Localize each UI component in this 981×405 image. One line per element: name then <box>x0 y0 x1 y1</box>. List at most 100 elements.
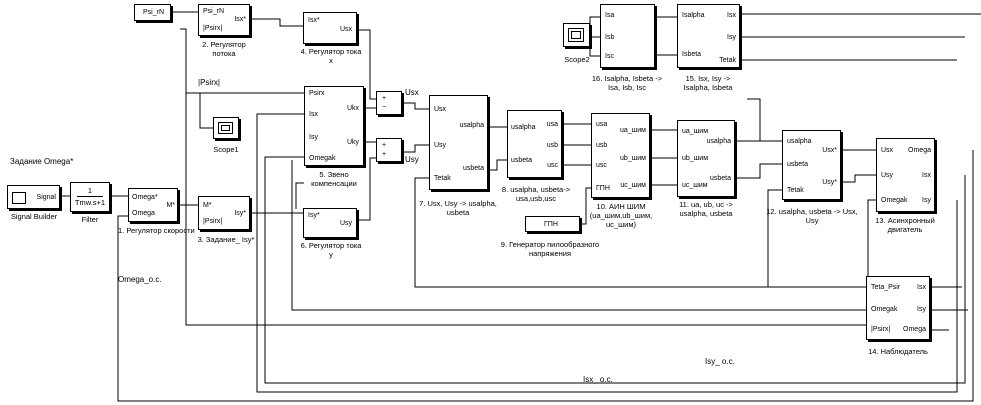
sum-x-block[interactable]: + − <box>376 91 402 115</box>
port-motor-omega: Omega <box>908 147 931 154</box>
filter-fraction-line <box>77 196 103 197</box>
port-obs-omegak: Omegak <box>871 306 898 313</box>
port-psirx: |Psirx| <box>203 25 223 32</box>
port-inv-usb: usb <box>596 142 608 149</box>
port-uc-in: uc_шим <box>682 182 708 189</box>
psirn-constant-block[interactable]: Psi_rN <box>134 4 171 21</box>
wire-abcab-branch-top <box>747 98 761 141</box>
port-tetak-in: Tetak <box>434 175 451 182</box>
port-omegak-comp: Omegak <box>309 155 336 162</box>
isy-task-block[interactable]: M* |Psirx| Isy* <box>198 196 250 230</box>
sum-y-plus2: + <box>382 151 387 158</box>
sum-x-minus: − <box>382 104 387 111</box>
isx-oc-label: Isx_ o.c. <box>583 375 613 384</box>
port-usa-out: usa <box>546 121 558 128</box>
port-obs-isx: Isx <box>917 284 926 291</box>
speed-regulator-block[interactable]: Omega* Omega M* <box>128 188 178 222</box>
wire-xyab2-to-abc2 <box>655 16 677 56</box>
filter-block[interactable]: 1 Tmw.s+1 <box>70 182 110 212</box>
scope2-caption: Scope2 <box>564 55 590 64</box>
inverter-caption: 10. АИН ШИМ (ua_шим,ub_шим, uc_шим) <box>589 202 653 229</box>
wire-abcab-to-abxy-2 <box>735 163 782 179</box>
wire-curx-to-sum1 <box>357 29 376 100</box>
port-isy-ref: Isy* <box>308 212 320 219</box>
isy-oc-label: Isy_ o.c. <box>705 357 735 366</box>
wire-isx-oc <box>256 113 958 393</box>
wire-gpn-to-inv <box>580 187 591 225</box>
scope-icon <box>568 28 584 42</box>
scope1-caption: Scope1 <box>213 145 239 154</box>
port-usc-out: usc <box>547 162 558 169</box>
wire-abc2-to-scope2 <box>589 16 600 57</box>
signal-port: Signal <box>36 194 56 201</box>
port-abxy-usbeta: usbeta <box>787 161 809 168</box>
port-usy: Usy <box>339 220 352 227</box>
port-abxy-usy: Usy* <box>822 179 837 186</box>
port-abxy-usalpha: usalpha <box>787 138 812 145</box>
observer-block[interactable]: Teta_Psir Omegak |Psirx| Isx Isy Omega <box>866 276 930 340</box>
saw-generator-block[interactable]: ГПН <box>525 216 580 232</box>
psirx-signal-label: |Psirx| <box>198 78 220 87</box>
scope1-block[interactable] <box>213 117 239 139</box>
wire-fluxreg-to-curx <box>250 18 303 27</box>
port-inv-usc: usc <box>596 162 607 169</box>
alphabeta-to-xy-block[interactable]: usalpha usbeta Tetak Usx* Usy* <box>782 130 841 200</box>
port-inv-ua: ua_шим <box>619 127 646 134</box>
current-regulator-y-block[interactable]: Isy* Usy <box>303 208 357 238</box>
port-m-in: M* <box>203 202 212 209</box>
xy-to-alphabeta-block[interactable]: Usx Usy Tetak usalpha usbeta <box>429 95 488 190</box>
motor-block[interactable]: Usx Usy Omegak Omega Isx Isy <box>876 138 935 212</box>
port-ukx: Ukx <box>346 105 359 112</box>
port-motor-isy: Isy <box>922 197 931 204</box>
scope2-block[interactable] <box>563 23 590 47</box>
xy-to-alphabeta-caption: 7. Usx, Usy -> usalpha, usbeta <box>419 199 497 217</box>
wire-sum1-to-xyab <box>402 102 429 110</box>
port-psirx-comp: Psirx <box>309 90 325 97</box>
port-usy-in: Usy <box>434 142 447 149</box>
port-abc-usalpha: usalpha <box>706 138 731 145</box>
port-omega: Omega <box>132 210 155 217</box>
observer-caption: 14. Наблюдатель <box>868 347 928 356</box>
alphabeta-to-abc-block[interactable]: usalpha usbeta usa usb usc <box>507 110 562 178</box>
port-b15-isx: Isx <box>727 12 736 19</box>
filter-num: 1 <box>87 186 93 195</box>
flux-regulator-block[interactable]: Psi_rN |Psirx| Isx* <box>198 4 250 36</box>
alphabeta-to-abc2-block[interactable]: Isa Isb Isc <box>600 4 655 68</box>
saw-generator-caption: 9. Генератор пилообразного напряжения <box>500 240 600 258</box>
xy-to-alphabeta2-block[interactable]: Isalpha Isbeta Isx Isy Tetak <box>677 4 740 68</box>
sum-y-block[interactable]: + + <box>376 138 402 162</box>
inverter-block[interactable]: usa usb usc ГПН ua_шим ub_шим uc_шим <box>591 113 650 198</box>
abc-to-alphabeta-block[interactable]: ua_шим ub_шим uc_шим usalpha usbeta <box>677 120 735 197</box>
port-inv-usa: usa <box>596 121 608 128</box>
port-inv-ub: ub_шим <box>619 155 646 162</box>
port-m-ref: M* <box>166 202 175 209</box>
signal-icon <box>12 192 26 204</box>
port-usbeta-in: usbeta <box>511 157 533 164</box>
wire-omegak-to-comp <box>291 160 968 311</box>
alphabeta-to-xy-caption: 12. usalpha, usbeta -> Usx, Usy <box>766 207 858 225</box>
port-usalpha-in: usalpha <box>511 124 536 131</box>
port-psirn: Psi_rN <box>203 8 225 15</box>
port-obs-isy: Isy <box>917 306 926 313</box>
current-regulator-x-caption: 4. Регулятор тока x <box>300 47 362 65</box>
port-usbeta-out: usbeta <box>462 165 484 172</box>
usy-signal-label: Usy <box>405 155 419 164</box>
isy-task-caption: 3. Задание_ Isy* <box>197 235 255 244</box>
compensation-block[interactable]: Psirx Isx Isy Omegak Ukx Uky <box>304 86 364 166</box>
wire-abxy-to-motor-2 <box>841 174 876 183</box>
wire-tetak-abxy <box>767 189 866 288</box>
port-isx-comp: Isx <box>309 111 318 118</box>
port-inv-gpn: ГПН <box>596 185 610 192</box>
signal-builder-block[interactable]: Signal <box>7 185 60 209</box>
signal-builder-title: Задание Omega* <box>10 157 74 166</box>
port-abxy-usx: Usx* <box>822 147 837 154</box>
saw-label: ГПН <box>544 221 558 228</box>
psirn-label: Psi_rN <box>143 9 165 16</box>
port-usb-out: usb <box>546 142 558 149</box>
port-b16-isc: Isc <box>605 53 614 60</box>
port-b16-isa: Isa <box>605 12 615 19</box>
port-obs-psirx: |Psirx| <box>871 326 891 333</box>
wire-cury-to-sum2 <box>357 157 376 221</box>
current-regulator-x-block[interactable]: Isx* Usx <box>303 12 357 44</box>
